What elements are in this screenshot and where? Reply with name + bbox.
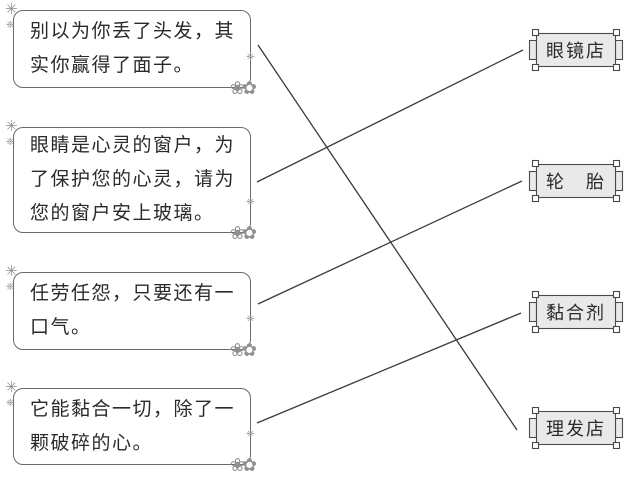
plaque-corner-square: [612, 290, 621, 299]
slogan-box-glasses: ✳ ❈ ❀✿ ❈ 眼睛是心灵的窗户，为 了保护您的心灵，请为 您的窗户安上玻璃。: [5, 119, 257, 243]
plaque-corner-square: [612, 406, 621, 415]
plaque-corner-square: [612, 441, 621, 450]
plaque-tab-right: [614, 170, 624, 192]
answer-plaque-adhesive: 黏合剂: [524, 290, 628, 334]
plaque-tab-right: [614, 39, 624, 61]
plaque-label: 黏合剂: [546, 303, 606, 323]
corner-star-icon: ✳: [5, 262, 20, 280]
plaque-corner-square: [612, 28, 621, 37]
slogan-text-line: 别以为你丢了头发，其: [30, 21, 236, 42]
corner-star-icon: ✳: [5, 0, 20, 18]
slogan-text-line: 任劳任怨，只要还有一: [30, 283, 236, 304]
answer-plaque-tire: 轮 胎: [524, 159, 628, 203]
plaque-tab-right: [614, 417, 624, 439]
tassel-icon: ❈: [246, 197, 256, 208]
slogan-text-line: 您的窗户安上玻璃。: [30, 203, 215, 224]
slogan-text-line: 实你赢得了面子。: [30, 55, 195, 76]
connection-line: [257, 180, 523, 305]
tassel-icon: ❈: [246, 314, 256, 325]
connection-line: [256, 49, 524, 183]
slogan-box-glue: ✳ ❈ ❀✿ ❈ 它能黏合一切，除了一 颗破碎的心。: [5, 380, 257, 475]
plaque-body: [535, 32, 617, 68]
left-vine-icon: ❈: [6, 282, 16, 293]
answer-plaque-glasses-shop: 眼镜店: [524, 28, 628, 72]
plaque-label: 轮 胎: [546, 172, 606, 192]
plaque-body: [535, 410, 617, 446]
plaque-tab-right: [614, 301, 624, 323]
plaque-label: 眼镜店: [546, 41, 606, 61]
plaque-corner-square: [612, 159, 621, 168]
answer-plaque-barbershop: 理发店: [524, 406, 628, 450]
plaque-frame: [528, 406, 624, 450]
plaque-frame: [528, 28, 624, 72]
corner-star-icon: ✳: [5, 378, 20, 396]
plaque-corner-square: [612, 63, 621, 72]
plaque-label: 理发店: [546, 419, 606, 439]
slogan-text-line: 它能黏合一切，除了一: [30, 398, 236, 420]
plaque-corner-square: [612, 325, 621, 334]
left-vine-icon: ❈: [6, 137, 16, 148]
slogan-text-line: 眼睛是心灵的窗户，为: [30, 135, 236, 156]
plaque-frame: [528, 290, 624, 334]
plaque-corner-square: [531, 406, 540, 415]
plaque-corner-square: [531, 159, 540, 168]
slogan-text-line: 了保护您的心灵，请为: [30, 169, 236, 190]
plaque-frame: [528, 159, 624, 203]
plaque-corner-square: [531, 63, 540, 72]
plaque-corner-square: [612, 194, 621, 203]
plaque-corner-square: [531, 28, 540, 37]
plaque-corner-square: [531, 194, 540, 203]
slogan-box-tire: ✳ ❈ ❀✿ ❈ 任劳任怨，只要还有一 口气。: [5, 264, 257, 360]
left-vine-icon: ❈: [6, 398, 16, 409]
left-vine-icon: ❈: [6, 20, 16, 31]
plaque-body: [535, 294, 617, 330]
plaque-corner-square: [531, 290, 540, 299]
tassel-icon: ❈: [246, 429, 256, 440]
plaque-body: [535, 163, 617, 199]
connection-line: [256, 312, 522, 424]
slogan-text-line: 口气。: [30, 317, 92, 338]
connection-line: [257, 44, 518, 431]
corner-star-icon: ✳: [5, 117, 20, 135]
tassel-icon: ❈: [246, 52, 256, 63]
slogan-text-line: 颗破碎的心。: [30, 432, 154, 454]
slogan-box-haircut: ✳ ❈ ❀✿ ❈ 别以为你丢了头发，其 实你赢得了面子。: [5, 2, 257, 98]
plaque-corner-square: [531, 325, 540, 334]
plaque-corner-square: [531, 441, 540, 450]
